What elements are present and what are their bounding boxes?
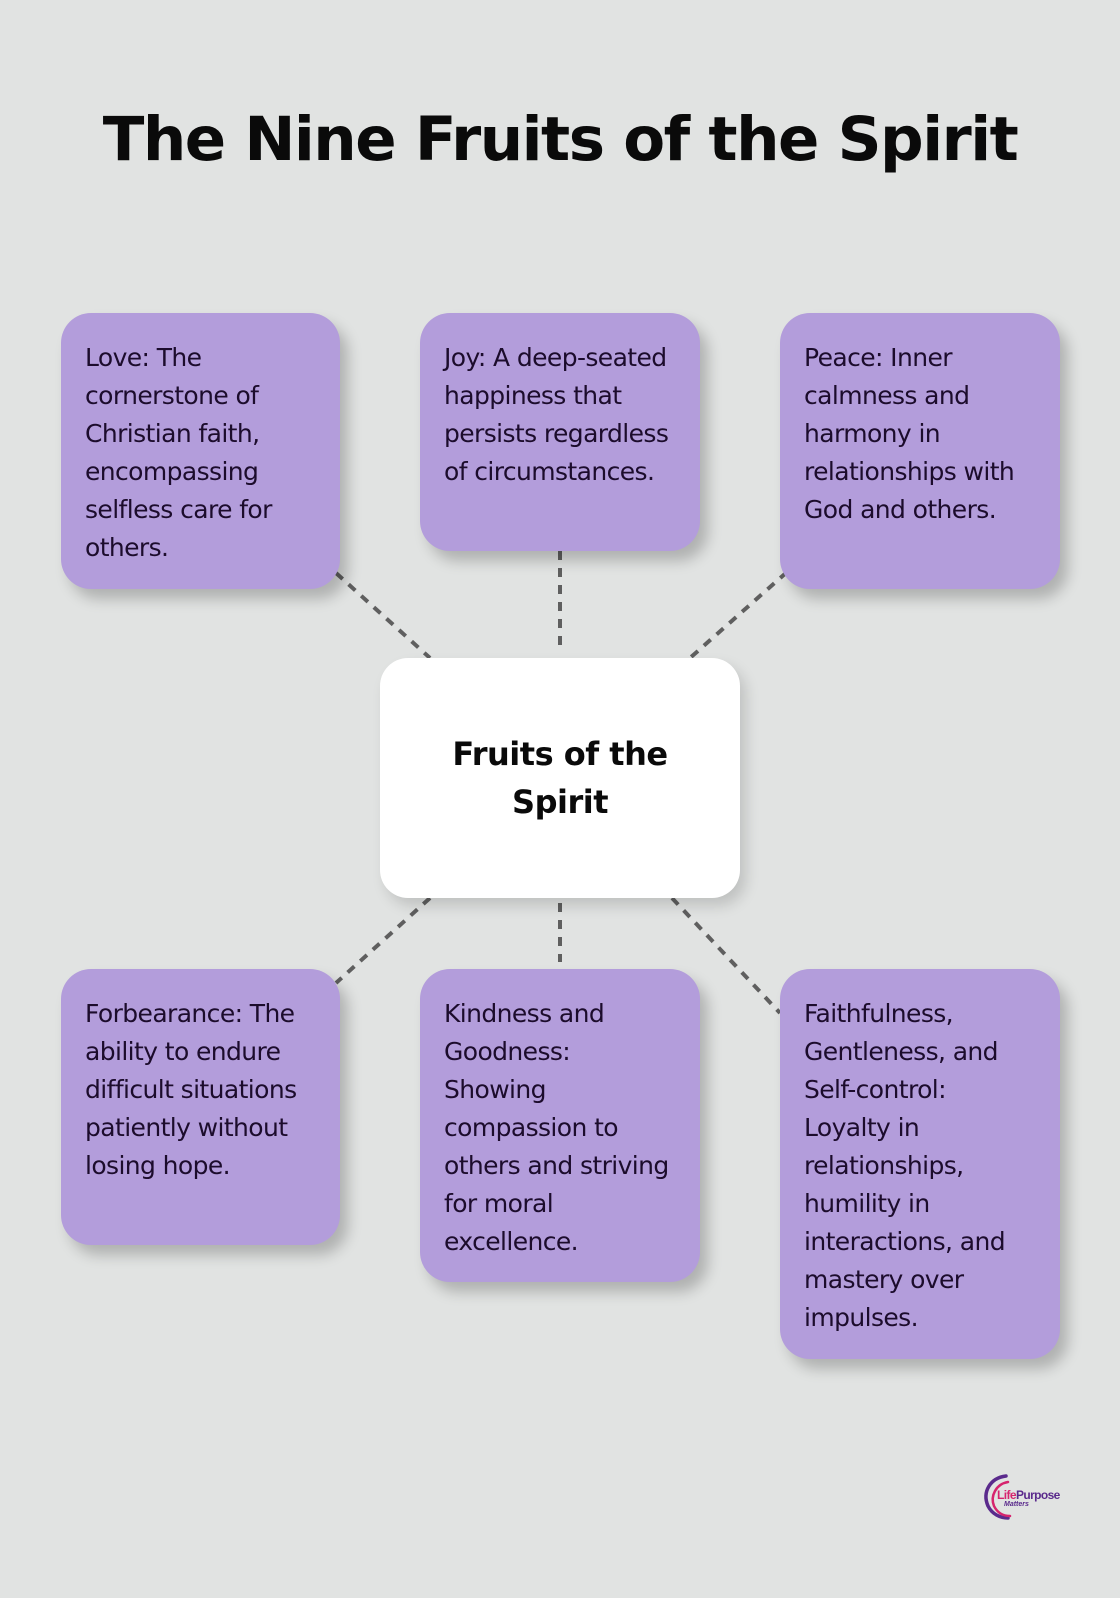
connector-bottom-left [334, 896, 432, 985]
logo-swoosh-icon [984, 1474, 1012, 1520]
connector-top-right [688, 570, 789, 660]
diagram-title: The Nine Fruits of the Spirit [102, 104, 1019, 175]
fruit-card-faithfulness-gentleness-self-control: Faithfulness, Gentleness, and Self-contr… [780, 969, 1060, 1359]
fruit-card-kindness-goodness: Kindness and Goodness: Showing compassio… [420, 969, 700, 1282]
fruit-card-text: Kindness and Goodness: Showing compassio… [444, 999, 669, 1256]
fruit-card-text: Peace: Inner calmness and harmony in rel… [804, 343, 1015, 524]
fruit-card-text: Joy: A deep-seated happiness that persis… [444, 343, 669, 486]
fruit-card-text: Faithfulness, Gentleness, and Self-contr… [804, 999, 1006, 1332]
logo-wordmark: LifePurpose [997, 1488, 1060, 1502]
fruit-card-text: Forbearance: The ability to endure diffi… [85, 999, 297, 1180]
fruit-card-love: Love: The cornerstone of Christian faith… [61, 313, 340, 589]
connector-top-left [334, 571, 432, 660]
central-node: Fruits of the Spirit [380, 658, 740, 898]
fruit-card-text: Love: The cornerstone of Christian faith… [85, 343, 272, 562]
fruit-card-joy: Joy: A deep-seated happiness that persis… [420, 313, 700, 551]
brand-logo: LifePurpose Matters [980, 1474, 1060, 1524]
central-node-label: Fruits of the Spirit [452, 735, 668, 821]
fruit-card-peace: Peace: Inner calmness and harmony in rel… [780, 313, 1060, 589]
logo-tagline: Matters [1004, 1501, 1029, 1508]
fruit-card-forbearance: Forbearance: The ability to endure diffi… [61, 969, 340, 1245]
logo-wordmark-purpose: Purpose [1015, 1488, 1060, 1502]
logo-wordmark-life: Life [997, 1488, 1017, 1502]
